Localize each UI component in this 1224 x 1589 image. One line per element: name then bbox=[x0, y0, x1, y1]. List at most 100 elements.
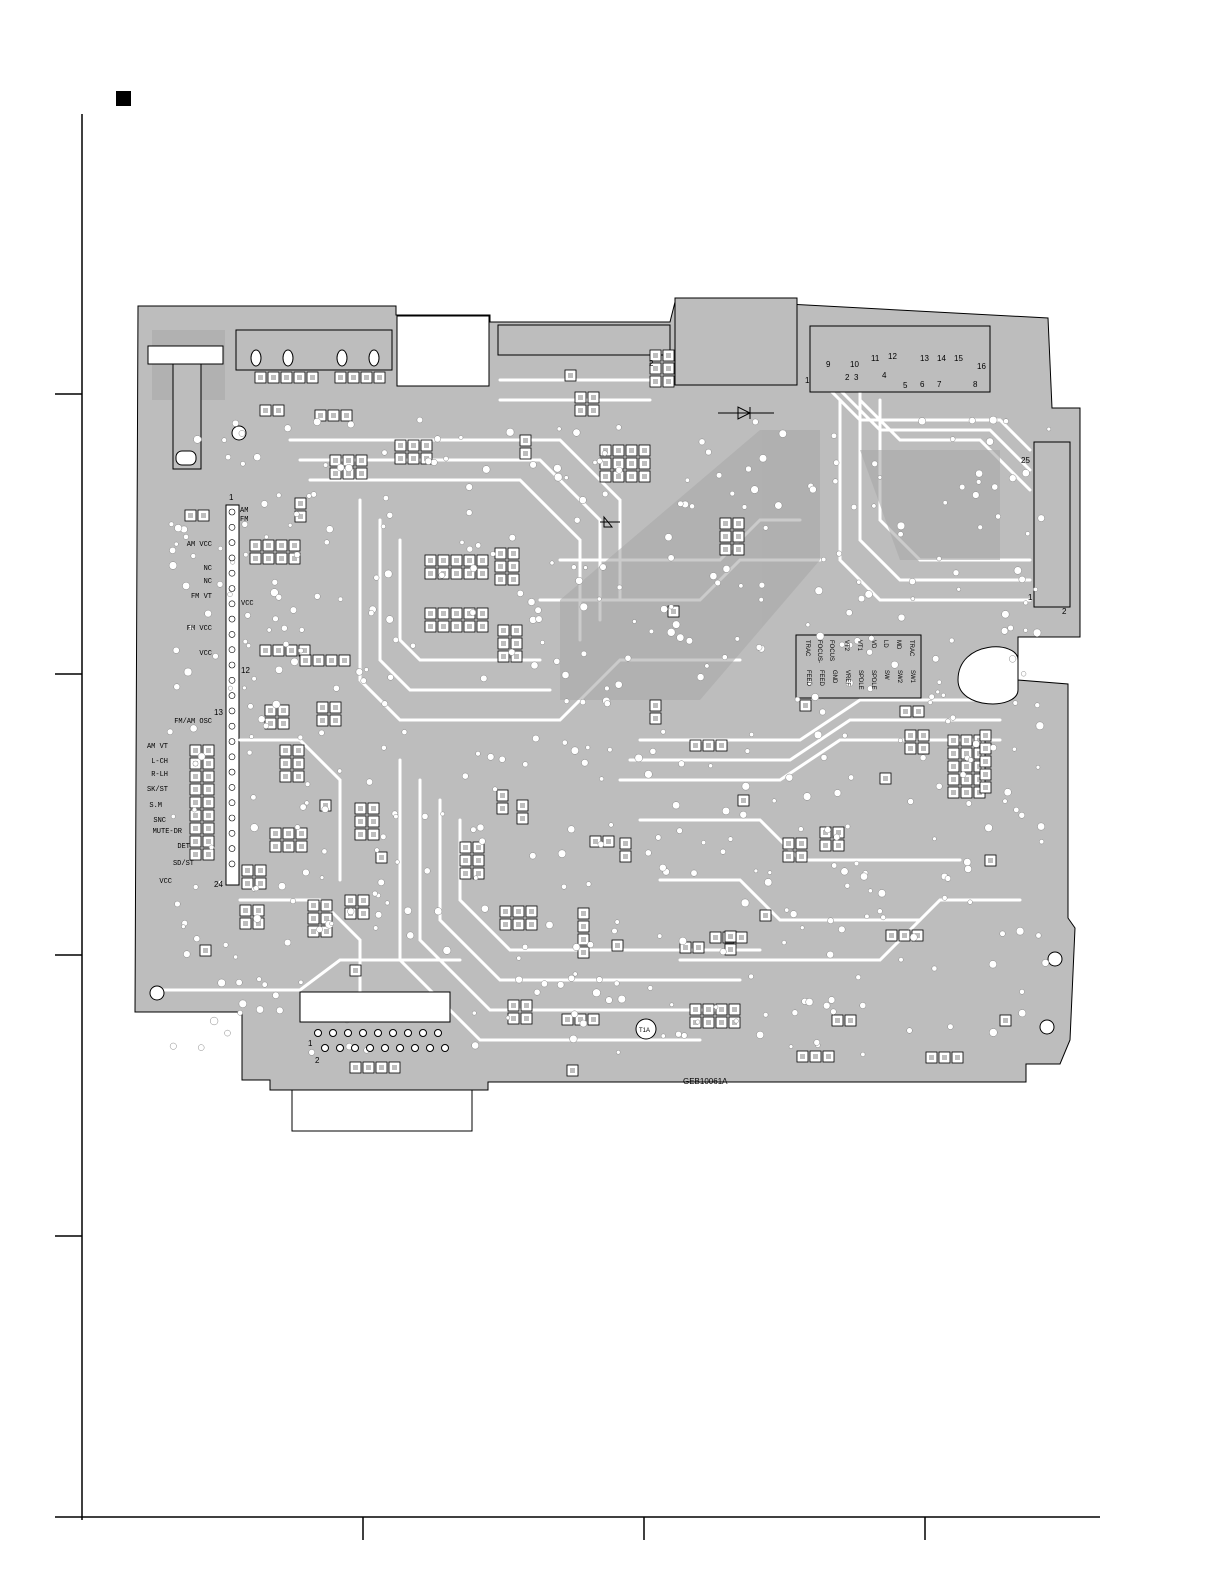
smd-pad-core bbox=[411, 456, 416, 461]
via bbox=[576, 577, 583, 584]
smd-pad-core bbox=[480, 611, 485, 616]
via bbox=[174, 684, 180, 690]
via bbox=[571, 747, 579, 755]
via bbox=[252, 676, 257, 681]
right-connector-25: 25 bbox=[1021, 456, 1030, 465]
via bbox=[554, 658, 560, 664]
via bbox=[798, 827, 803, 832]
smd-pad-core bbox=[606, 839, 611, 844]
connector-pin bbox=[337, 1045, 344, 1052]
via bbox=[1026, 532, 1030, 536]
via bbox=[402, 730, 407, 735]
via bbox=[821, 557, 826, 562]
via bbox=[251, 795, 256, 800]
connector-number: 9 bbox=[826, 360, 831, 369]
smd-pad-core bbox=[266, 543, 271, 548]
via bbox=[493, 787, 498, 792]
via bbox=[272, 579, 278, 585]
tuner-pin-label: S.M bbox=[149, 802, 162, 810]
smd-pad-core bbox=[353, 1065, 358, 1070]
smd-pad-core bbox=[706, 1007, 711, 1012]
smd-pad-core bbox=[581, 924, 586, 929]
connector-pin bbox=[345, 1030, 352, 1037]
via bbox=[381, 524, 386, 529]
via bbox=[410, 643, 415, 648]
via bbox=[295, 825, 300, 830]
smd-pad-core bbox=[523, 451, 528, 456]
smd-pad-core bbox=[511, 577, 516, 582]
via bbox=[602, 451, 607, 456]
via bbox=[949, 638, 954, 643]
smd-pad-core bbox=[359, 458, 364, 463]
smd-pad-core bbox=[696, 945, 701, 950]
smd-pad-core bbox=[206, 813, 211, 818]
smd-pad-core bbox=[723, 547, 728, 552]
via bbox=[1036, 722, 1044, 730]
via bbox=[245, 613, 251, 619]
via bbox=[661, 729, 666, 734]
via bbox=[957, 587, 961, 591]
smd-pad-core bbox=[799, 841, 804, 846]
via bbox=[909, 578, 915, 584]
tuner-pin bbox=[229, 677, 235, 683]
via bbox=[860, 873, 867, 880]
tuner-pin bbox=[229, 708, 235, 714]
via bbox=[615, 920, 620, 925]
via bbox=[598, 841, 604, 847]
via bbox=[467, 546, 473, 552]
smd-pad-core bbox=[188, 513, 193, 518]
via bbox=[324, 540, 329, 545]
via bbox=[333, 685, 339, 691]
via bbox=[669, 605, 674, 610]
pickup-label: SW1 bbox=[909, 670, 915, 684]
smd-pad-core bbox=[258, 868, 263, 873]
smd-pad-core bbox=[524, 1003, 529, 1008]
tuner-pin bbox=[229, 830, 235, 836]
smd-pad-core bbox=[284, 375, 289, 380]
via bbox=[322, 806, 329, 813]
via bbox=[373, 926, 378, 931]
via bbox=[169, 547, 175, 553]
smd-pad-core bbox=[591, 408, 596, 413]
smd-pad-core bbox=[498, 564, 503, 569]
smd-pad-core bbox=[498, 577, 503, 582]
via bbox=[910, 934, 917, 941]
via bbox=[580, 603, 588, 611]
via bbox=[506, 1016, 510, 1020]
via bbox=[184, 668, 192, 676]
smd-pad-core bbox=[951, 764, 956, 769]
pickup-label: FOCUS bbox=[828, 640, 834, 661]
tuner-pin bbox=[229, 800, 235, 806]
via bbox=[170, 1043, 176, 1049]
connector-pin bbox=[405, 1030, 412, 1037]
via bbox=[278, 883, 285, 890]
smd-pad-core bbox=[916, 709, 921, 714]
smd-pad-core bbox=[629, 461, 634, 466]
smd-pad-core bbox=[520, 803, 525, 808]
smd-pad-core bbox=[666, 366, 671, 371]
right-connector-2: 2 bbox=[1062, 607, 1067, 616]
via bbox=[338, 769, 342, 773]
via bbox=[250, 824, 258, 832]
via bbox=[395, 860, 399, 864]
via bbox=[375, 912, 382, 919]
tuner-pin bbox=[229, 693, 235, 699]
via bbox=[579, 497, 586, 504]
via bbox=[1000, 931, 1006, 937]
via bbox=[705, 664, 709, 668]
via bbox=[865, 914, 870, 919]
bottom-connector-pin-1: 1 bbox=[308, 1039, 313, 1048]
via bbox=[701, 840, 705, 844]
via bbox=[715, 580, 721, 586]
via bbox=[650, 748, 656, 754]
via bbox=[842, 733, 847, 738]
via bbox=[564, 699, 569, 704]
via bbox=[920, 755, 926, 761]
via bbox=[474, 876, 478, 880]
smd-pad-core bbox=[983, 772, 988, 777]
via bbox=[291, 658, 299, 666]
smd-pad-core bbox=[206, 826, 211, 831]
connector-number: 7 bbox=[937, 380, 942, 389]
smd-pad-core bbox=[739, 935, 744, 940]
smd-pad-core bbox=[889, 933, 894, 938]
